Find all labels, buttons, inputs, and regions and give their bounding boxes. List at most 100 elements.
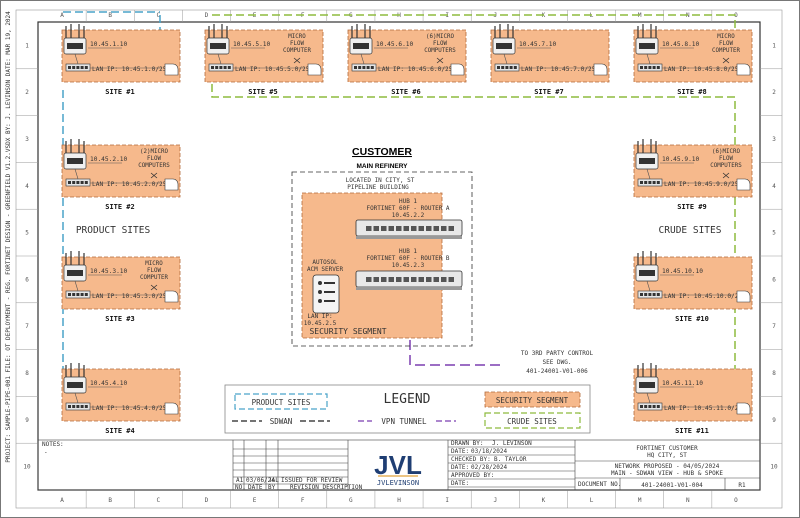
site-note-text: (6)MICRO bbox=[426, 34, 454, 40]
grid-row-label: 10 bbox=[23, 464, 31, 471]
site-note-text: (6)MICRO bbox=[712, 149, 740, 155]
flow-computer-icon bbox=[164, 290, 179, 303]
site-note-text: COMPUTERS bbox=[424, 48, 456, 54]
legend: LEGEND PRODUCT SITES SECURITY SEGMENT SD… bbox=[224, 384, 591, 434]
site-router-ip: 10.45.1.10 bbox=[90, 41, 128, 48]
site-note-text: MICRO bbox=[288, 34, 306, 40]
grid-row-label: 9 bbox=[772, 417, 776, 424]
hub-b-line2: FORTINET 60F - ROUTER B bbox=[366, 255, 449, 262]
grid-row-label: 3 bbox=[772, 136, 776, 143]
site-name: SITE #9 bbox=[677, 203, 707, 211]
site-lan-ip: LAN IP: 10.45.5.0/25 bbox=[235, 66, 310, 73]
doc-no-value: 401-24001-V01-004 bbox=[641, 482, 703, 489]
crude-link-line bbox=[212, 14, 736, 55]
grid-column-label: O bbox=[734, 12, 738, 19]
security-segment bbox=[301, 192, 443, 339]
switch-icon bbox=[65, 178, 91, 187]
legend-security-label: SECURITY SEGMENT bbox=[496, 396, 569, 405]
grid-row-label: 1 bbox=[25, 42, 29, 49]
checked-by-value: B. TAYLOR bbox=[494, 456, 527, 463]
grid-column-label: B bbox=[108, 12, 112, 19]
doc-no-label: DOCUMENT NO. bbox=[578, 481, 621, 488]
customer-building: PIPELINE BUILDING bbox=[347, 184, 409, 191]
grid-column-label: B bbox=[108, 497, 112, 504]
router-icon bbox=[206, 24, 230, 55]
legend-crude-label: CRUDE SITES bbox=[507, 417, 557, 426]
router-icon bbox=[635, 24, 659, 55]
site-note-text: FLOW bbox=[290, 41, 304, 47]
customer-boundary bbox=[291, 171, 473, 347]
server-lan-ip: 10.45.2.5 bbox=[304, 320, 337, 327]
third-party-line2: SEE DWG. bbox=[543, 359, 572, 366]
date2-label: DATE: bbox=[451, 464, 469, 471]
rev-by: JAL bbox=[268, 477, 279, 484]
site-router-ip: 10.45.7.10 bbox=[519, 41, 557, 48]
site-name: SITE #4 bbox=[105, 427, 135, 435]
site-note-text: FLOW bbox=[147, 268, 161, 274]
date1-value: 03/18/2024 bbox=[471, 448, 508, 455]
site-name: SITE #6 bbox=[391, 88, 421, 96]
crude-sites-label: CRUDE SITES bbox=[659, 225, 722, 236]
site-lan-ip: LAN IP: 10.45.9.0/25 bbox=[664, 181, 739, 188]
customer-block: CUSTOMER MAIN REFINERY LOCATED IN CITY, … bbox=[291, 146, 473, 347]
grid-row-label: 2 bbox=[772, 89, 776, 96]
title-city: HQ CITY, ST bbox=[647, 452, 687, 459]
hub-a-line2: FORTINET 60F - ROUTER A bbox=[366, 205, 449, 212]
date2-value: 02/28/2024 bbox=[471, 464, 508, 471]
switch-icon bbox=[637, 178, 663, 187]
third-party-line1: TO 3RD PARTY CONTROL bbox=[521, 350, 594, 357]
site-note-text: COMPUTER bbox=[712, 48, 740, 54]
router-icon bbox=[63, 363, 87, 394]
hub-b-line3: 10.45.2.3 bbox=[392, 262, 425, 269]
site-lan-ip: LAN IP: 10.45.4.0/25 bbox=[92, 405, 167, 412]
rev-header-no: NO. bbox=[235, 484, 246, 491]
grid-row-label: 5 bbox=[25, 230, 29, 237]
customer-location: LOCATED IN CITY, ST bbox=[346, 177, 415, 184]
grid-column-label: F bbox=[301, 497, 305, 504]
grid-row-label: 6 bbox=[772, 276, 776, 283]
grid-row-label: 4 bbox=[772, 183, 776, 190]
rev-header-by: BY bbox=[268, 484, 276, 491]
rev-date: 03/06/24 bbox=[246, 477, 275, 484]
grid-column-label: N bbox=[686, 497, 690, 504]
flow-computer-icon bbox=[736, 402, 751, 415]
flow-computer-icon bbox=[164, 178, 179, 191]
site-lan-ip: LAN IP: 10.45.6.0/25 bbox=[378, 66, 453, 73]
site-lan-ip: LAN IP: 10.45.3.0/25 bbox=[92, 293, 167, 300]
site-note-text: FLOW bbox=[719, 156, 733, 162]
grid-column-label: H bbox=[397, 497, 401, 504]
grid-row-label: 9 bbox=[25, 417, 29, 424]
customer-title: CUSTOMER bbox=[352, 146, 412, 158]
site-note-text: FLOW bbox=[147, 156, 161, 162]
switch-icon bbox=[208, 63, 234, 72]
customer-subtitle: MAIN REFINERY bbox=[356, 163, 408, 170]
site-name: SITE #2 bbox=[105, 203, 135, 211]
site-router-ip: 10.45.2.10 bbox=[90, 156, 128, 163]
site-router-ip: 10.45.3.10 bbox=[90, 268, 128, 275]
switch-icon bbox=[65, 290, 91, 299]
router-icon bbox=[492, 24, 516, 55]
switch-icon bbox=[494, 63, 520, 72]
site-name: SITE #11 bbox=[675, 427, 709, 435]
grid-column-label: C bbox=[157, 497, 161, 504]
grid-column-label: D bbox=[205, 497, 209, 504]
security-segment-label: SECURITY SEGMENT bbox=[309, 327, 386, 336]
flow-computer-icon bbox=[164, 63, 179, 76]
site-note-text: COMPUTER bbox=[283, 48, 311, 54]
grid-column-label: J bbox=[493, 497, 497, 504]
site-lan-ip: LAN IP: 10.45.7.0/25 bbox=[521, 66, 596, 73]
switch-icon bbox=[637, 63, 663, 72]
switch-icon bbox=[65, 402, 91, 411]
checked-by-label: CHECKED BY: bbox=[451, 456, 491, 463]
grid-row-label: 8 bbox=[25, 370, 29, 377]
server-line1: AUTOSOL bbox=[312, 259, 338, 266]
date3-label: DATE: bbox=[451, 480, 469, 487]
router-icon bbox=[635, 139, 659, 170]
flow-computer-icon bbox=[736, 63, 751, 76]
site-note-text: FLOW bbox=[433, 41, 447, 47]
